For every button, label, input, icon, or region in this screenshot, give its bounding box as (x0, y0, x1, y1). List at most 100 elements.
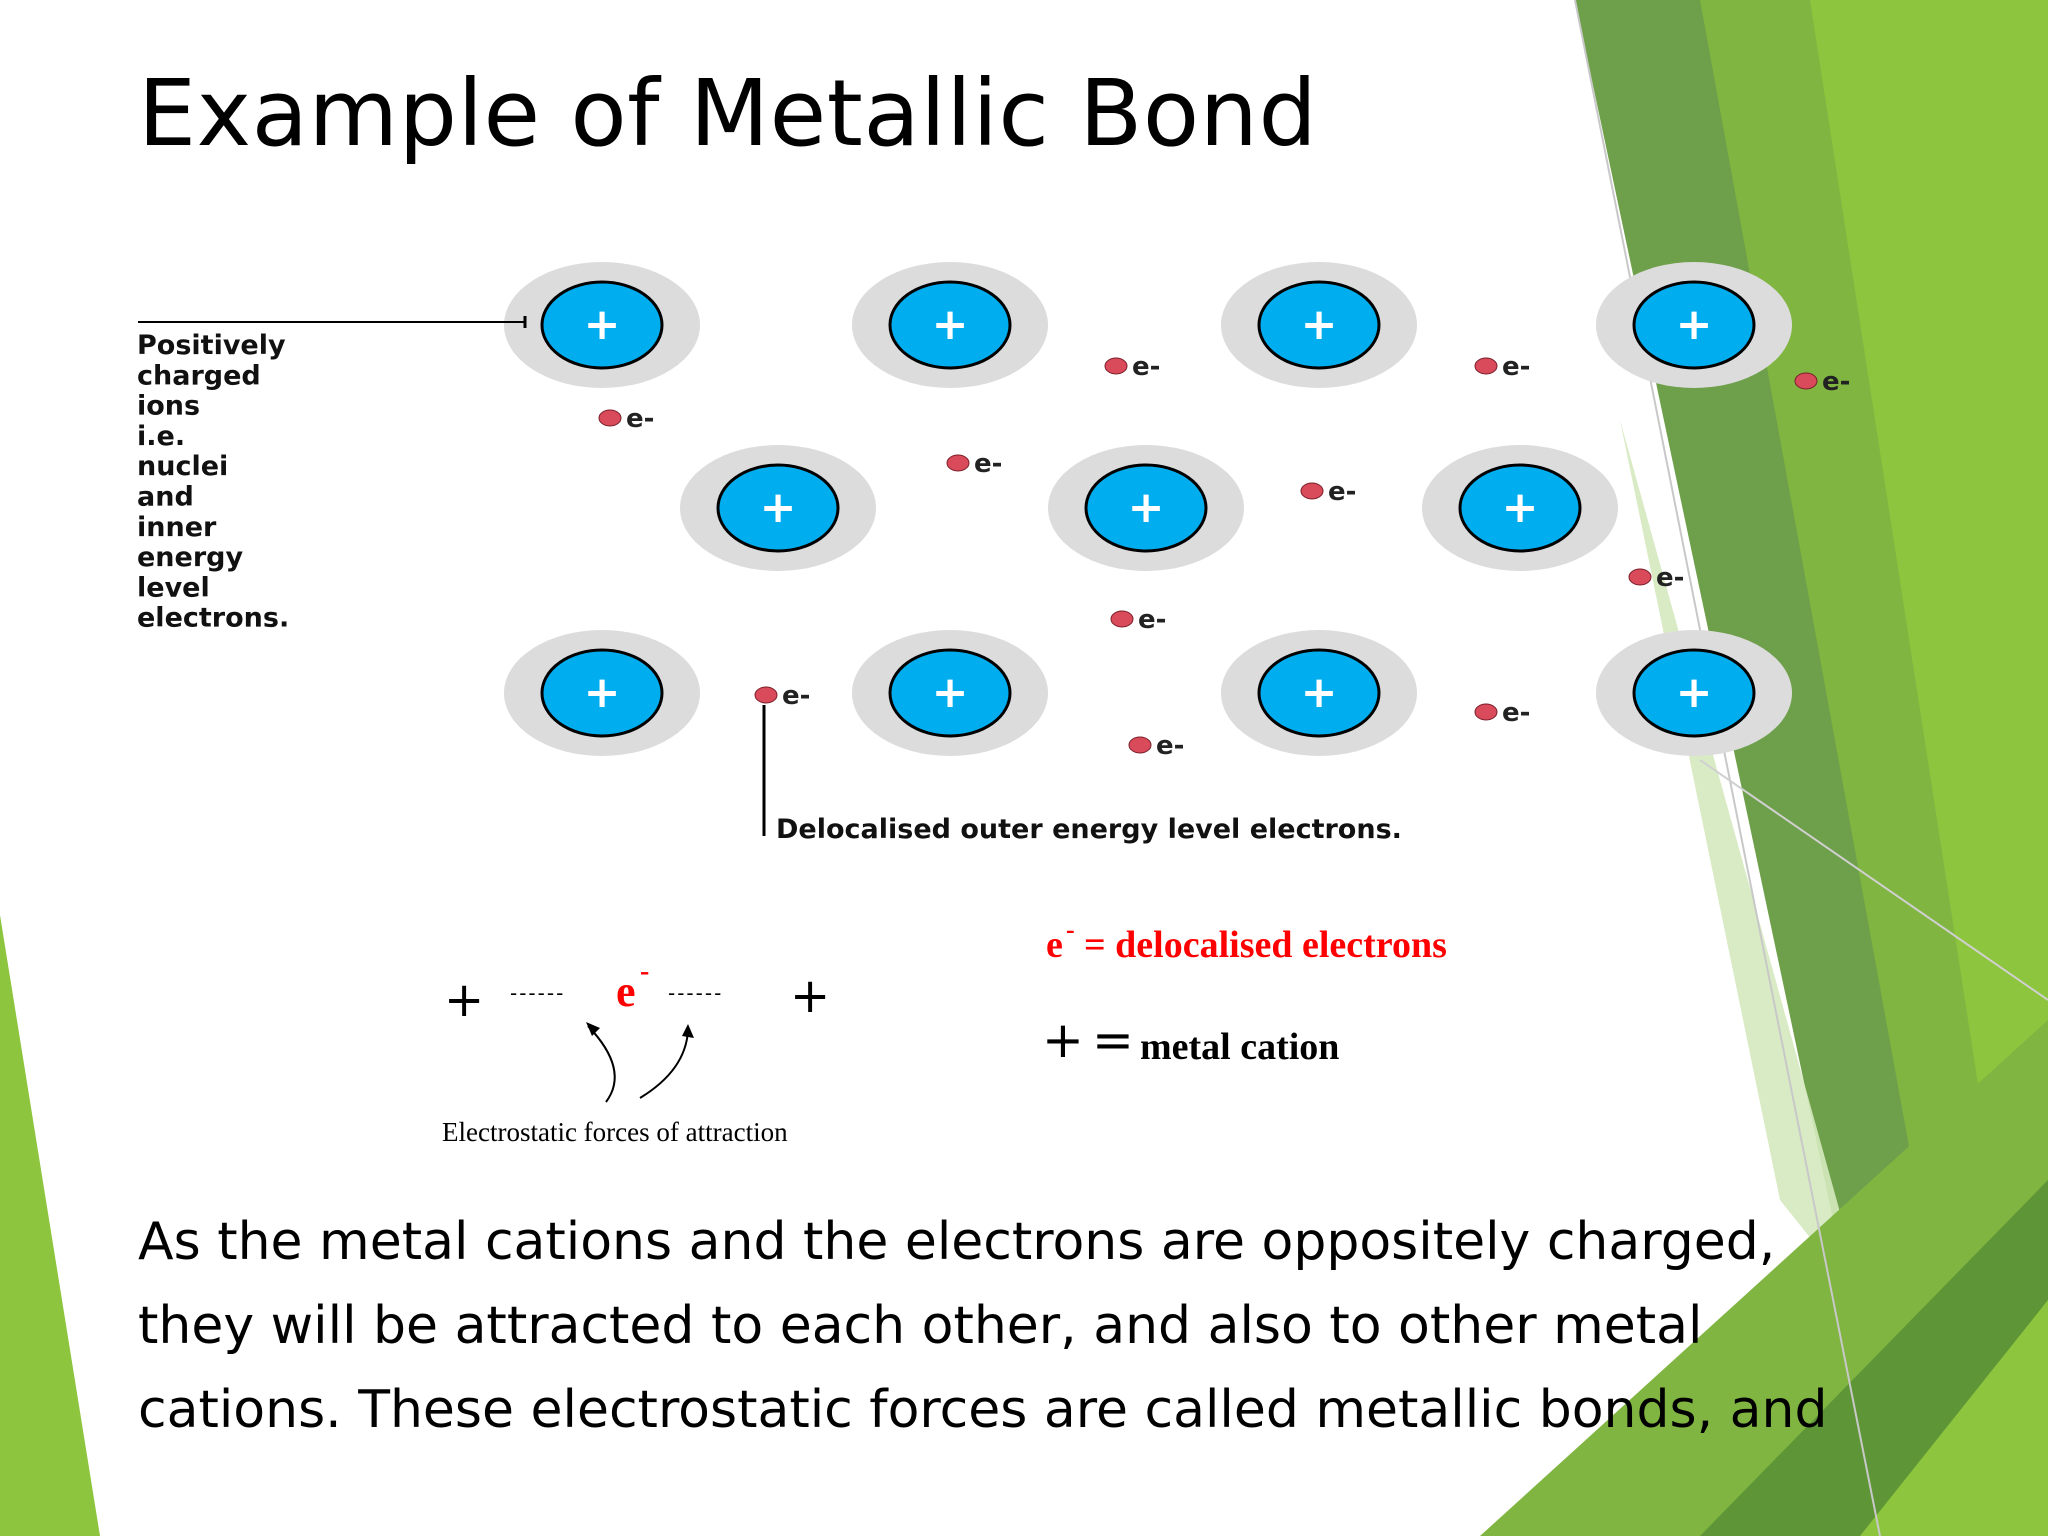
attraction-electron: e (616, 967, 636, 1016)
attraction-arrowhead-left (586, 1022, 600, 1036)
electron-label: e- (1502, 698, 1530, 728)
legend-cation-symbol: + (1042, 1011, 1084, 1069)
electron-label: e- (1132, 352, 1160, 382)
metal-ion: + (504, 262, 700, 388)
metal-ion: + (504, 630, 700, 756)
metal-ion: + (1596, 630, 1792, 756)
ion-plus-sign: + (584, 667, 621, 718)
electron-dot (1474, 703, 1498, 721)
ion-core (1257, 648, 1381, 738)
ion-plus-sign: + (584, 299, 621, 350)
metal-ion: + (1596, 262, 1792, 388)
ion-core (1632, 648, 1756, 738)
electron: e- (598, 404, 654, 434)
electron: e- (946, 449, 1002, 479)
electron: e- (754, 681, 810, 711)
electron-dot (1628, 568, 1652, 586)
ion-callout-label: Positivelychargedionsi.e.nucleiandinnere… (137, 330, 289, 634)
body-line-2: they will be attracted to each other, an… (138, 1296, 1703, 1356)
ion-core (1458, 463, 1582, 553)
ion-core (1257, 280, 1381, 370)
electron-label: e- (1502, 352, 1530, 382)
legend-electron-definition: = delocalised electrons (1084, 924, 1447, 966)
ion-core (1084, 463, 1208, 553)
ion-core (540, 280, 664, 370)
metal-ion: + (1221, 630, 1417, 756)
theme-line-2 (1699, 759, 2048, 1001)
electron-dot (1794, 372, 1818, 390)
electron-sea: e-e-e-e-e-e-e-e-e-e-e- (598, 352, 1850, 761)
slide-title: Example of Metallic Bond (138, 60, 1318, 167)
electron-label: e- (1138, 605, 1166, 635)
electron-dot (1104, 357, 1128, 375)
metal-ion: + (852, 630, 1048, 756)
ion-callout-line-text: and (137, 482, 194, 513)
ion-callout-line-text: nuclei (137, 451, 228, 482)
theme-shape-left (0, 915, 100, 1536)
electron: e- (1300, 477, 1356, 507)
attraction-electron-superscript: - (640, 956, 649, 987)
electron: e- (1128, 731, 1184, 761)
body-line-3: cations. These electrostatic forces are … (138, 1380, 1828, 1440)
ion-callout-line-text: energy (137, 542, 243, 573)
attraction-dash-left: ------ (510, 981, 565, 1005)
electron-dot (946, 454, 970, 472)
attraction-caption: Electrostatic forces of attraction (442, 1117, 788, 1147)
ion-plus-sign: + (1301, 299, 1338, 350)
attraction-arrowhead-right (682, 1024, 694, 1038)
legend-cation-equals: = (1092, 1011, 1134, 1069)
electron: e- (1104, 352, 1160, 382)
metal-ion: + (1221, 262, 1417, 388)
ion-core (716, 463, 840, 553)
electron-callout-text: Delocalised outer energy level electrons… (776, 814, 1402, 845)
electron-dot (1300, 482, 1324, 500)
ion-lattice: + + + + + + + + + + + (504, 262, 1792, 756)
ion-callout-line-text: inner (137, 512, 217, 543)
ion-plus-sign: + (1676, 299, 1713, 350)
ion-callout-line-text: charged (137, 360, 261, 391)
legend-cation-definition: metal cation (1140, 1026, 1339, 1068)
ion-core (888, 280, 1012, 370)
slide-body-text: As the metal cations and the electrons a… (138, 1200, 1938, 1452)
electron: e- (1474, 698, 1530, 728)
electron: e- (1474, 352, 1530, 382)
electron-label: e- (626, 404, 654, 434)
metal-ion: + (852, 262, 1048, 388)
ion-callout-line-text: i.e. (137, 421, 185, 452)
electron-label: e- (1328, 477, 1356, 507)
ion-core (540, 648, 664, 738)
legend-electron-symbol: e (1046, 924, 1063, 966)
ion-plus-sign: + (1676, 667, 1713, 718)
electron: e- (1110, 605, 1166, 635)
body-line-1: As the metal cations and the electrons a… (138, 1212, 1776, 1272)
ion-plus-sign: + (932, 299, 969, 350)
attraction-dash-right: ------ (668, 981, 723, 1005)
ion-core (888, 648, 1012, 738)
ion-core (1632, 280, 1756, 370)
electron: e- (1628, 563, 1684, 593)
ion-plus-sign: + (932, 667, 969, 718)
metal-ion: + (680, 445, 876, 571)
attraction-left-cation: + (444, 972, 484, 1028)
ion-callout-line-text: level (137, 572, 210, 603)
ion-plus-sign: + (760, 482, 797, 533)
legend-electron-superscript: - (1066, 915, 1075, 944)
metal-ion: + (1422, 445, 1618, 571)
theme-line-1 (1574, 0, 1881, 1536)
attraction-right-cation: + (790, 968, 830, 1024)
attraction-arrow-left (587, 1025, 616, 1103)
ion-plus-sign: + (1301, 667, 1338, 718)
electron-dot (598, 409, 622, 427)
attraction-arrow-right (639, 1029, 689, 1099)
theme-shape-lower-bright (1860, 1300, 2048, 1536)
ion-plus-sign: + (1502, 482, 1539, 533)
ion-callout-line-text: electrons. (137, 603, 289, 634)
electron-dot (1474, 357, 1498, 375)
electron-dot (1110, 610, 1134, 628)
ion-plus-sign: + (1128, 482, 1165, 533)
electron-label: e- (1822, 367, 1850, 397)
metal-ion: + (1048, 445, 1244, 571)
electron-label: e- (974, 449, 1002, 479)
